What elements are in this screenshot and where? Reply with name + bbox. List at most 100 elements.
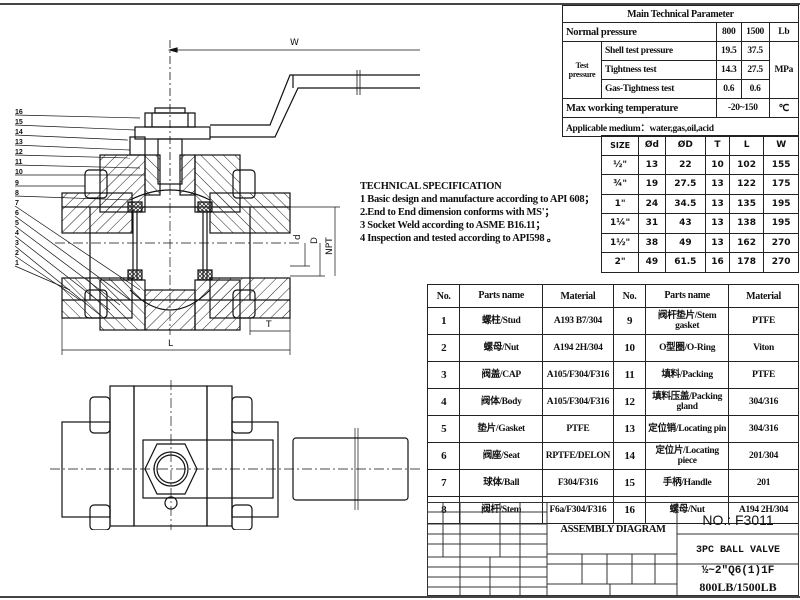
size-cell: ¾" (600, 174, 640, 195)
param-value: 14.3 (715, 60, 742, 80)
main-technical-parameter-table: Main Technical Parameter Normal pressure… (562, 5, 800, 137)
size-cell: 43 (664, 213, 707, 234)
size-cell: 38 (638, 232, 666, 253)
dim-npt-label: NPT (325, 237, 335, 255)
part-no: 8 (426, 496, 461, 524)
balloon-16: 16 (15, 109, 23, 116)
parts-list-table: No. Parts name Material No. Parts name M… (426, 284, 799, 524)
part-name: 填料/Packing (645, 361, 730, 389)
part-name: 球体/Ball (459, 469, 544, 497)
drawing-number: NO.: F3011 (702, 512, 774, 528)
part-name: 手柄/Handle (645, 469, 730, 497)
size-cell: 175 (763, 174, 799, 195)
header-l: L (728, 135, 765, 156)
part-name: 阀杆/Stem (459, 496, 544, 524)
part-material: RPTFE/DELON (542, 442, 614, 470)
size-cell: 122 (728, 174, 765, 195)
size-cell: 16 (705, 252, 730, 273)
size-cell: 13 (705, 232, 730, 253)
balloon-7: 7 (15, 200, 19, 207)
part-material: 201 (728, 469, 799, 497)
size-cell: 1½" (600, 232, 640, 253)
size-cell: 22 (664, 154, 707, 175)
balloon-3: 3 (15, 240, 19, 247)
spec-line-1: ½~2"Q6(1)1F (701, 565, 775, 577)
param-value: 37.5 (740, 41, 770, 61)
size-cell: 13 (705, 174, 730, 195)
param-title: Main Technical Parameter (562, 5, 799, 23)
part-no: 12 (612, 388, 647, 416)
part-material: Viton (728, 334, 799, 362)
dim-t-label: T (265, 320, 272, 330)
part-material: A194 2H/304 (728, 496, 799, 524)
part-name: 阀体/Body (459, 388, 544, 416)
part-material: PTFE (542, 415, 614, 443)
balloon-2: 2 (15, 250, 19, 257)
drawing-frame-top (0, 3, 800, 5)
balloon-9: 9 (15, 180, 19, 187)
dim-D-label: D (310, 237, 320, 244)
unit-lb: Lb (768, 22, 800, 42)
size-cell: 270 (763, 252, 799, 273)
part-name: 垫片/Gasket (459, 415, 544, 443)
size-cell: 34.5 (664, 193, 707, 214)
part-no: 9 (612, 307, 647, 335)
balloon-4: 4 (15, 230, 19, 237)
drawing-type: ASSEMBLY DIAGRAM (560, 524, 666, 535)
part-material: 304/316 (728, 415, 799, 443)
class-800: 800 (715, 22, 742, 42)
balloon-8: 8 (15, 190, 19, 197)
part-material: A105/F304/F316 (542, 388, 614, 416)
dim-l-label: L (168, 339, 173, 349)
balloon-10: 10 (15, 169, 23, 176)
param-row-label: Shell test pressure (601, 41, 717, 61)
part-no: 7 (426, 469, 461, 497)
size-cell: 19 (638, 174, 666, 195)
header-parts-name: Parts name (645, 284, 730, 308)
part-no: 10 (612, 334, 647, 362)
drawing-frame-bottom (0, 596, 800, 598)
part-name: O型圈/O-Ring (645, 334, 730, 362)
header-no: No. (612, 284, 647, 308)
part-material: A193 B7/304 (542, 307, 614, 335)
part-name: 定位片/Locating piece (645, 442, 730, 470)
balloon-1: 1 (15, 260, 19, 267)
part-name: 阀杆垫片/Stem gasket (645, 307, 730, 335)
part-material: 201/304 (728, 442, 799, 470)
part-no: 6 (426, 442, 461, 470)
balloon-11: 11 (15, 159, 23, 166)
size-cell: 13 (705, 213, 730, 234)
part-material: F304/F316 (542, 469, 614, 497)
balloon-6: 6 (15, 210, 19, 217)
header-material: Material (542, 284, 614, 308)
size-cell: 2" (600, 252, 640, 273)
part-material: A194 2H/304 (542, 334, 614, 362)
size-cell: 138 (728, 213, 765, 234)
header-size: SIZE (600, 135, 640, 156)
applicable-medium: Applicable medium：water,gas,oil,acid (562, 117, 799, 137)
size-cell: 1¼" (600, 213, 640, 234)
class-1500: 1500 (740, 22, 770, 42)
size-cell: 24 (638, 193, 666, 214)
header-material: Material (728, 284, 799, 308)
header-t: T (705, 135, 730, 156)
part-material: 304/316 (728, 388, 799, 416)
size-cell: 13 (705, 193, 730, 214)
param-row-label: Gas-Tightness test (601, 79, 717, 99)
part-name: 填料压盖/Packing gland (645, 388, 730, 416)
spec-title: TECHNICAL SPECIFICATION (360, 181, 502, 192)
size-cell: 155 (763, 154, 799, 175)
balloon-14: 14 (15, 129, 23, 136)
size-cell: 195 (763, 213, 799, 234)
